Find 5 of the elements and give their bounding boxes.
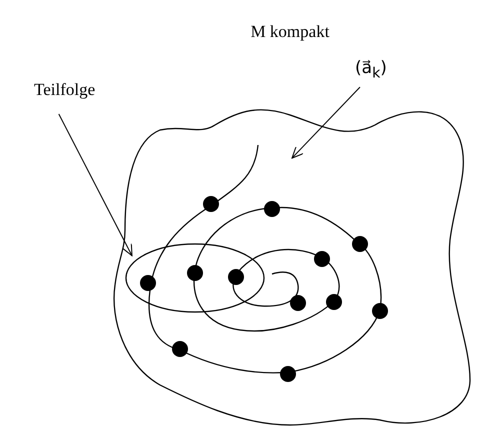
leader-line <box>292 86 360 159</box>
callout-label: (a⃗$_{k}$) <box>355 58 387 82</box>
set-label: M kompakt <box>250 22 330 42</box>
leader-line <box>58 114 132 256</box>
callout-label: Teilfolge <box>34 80 96 100</box>
